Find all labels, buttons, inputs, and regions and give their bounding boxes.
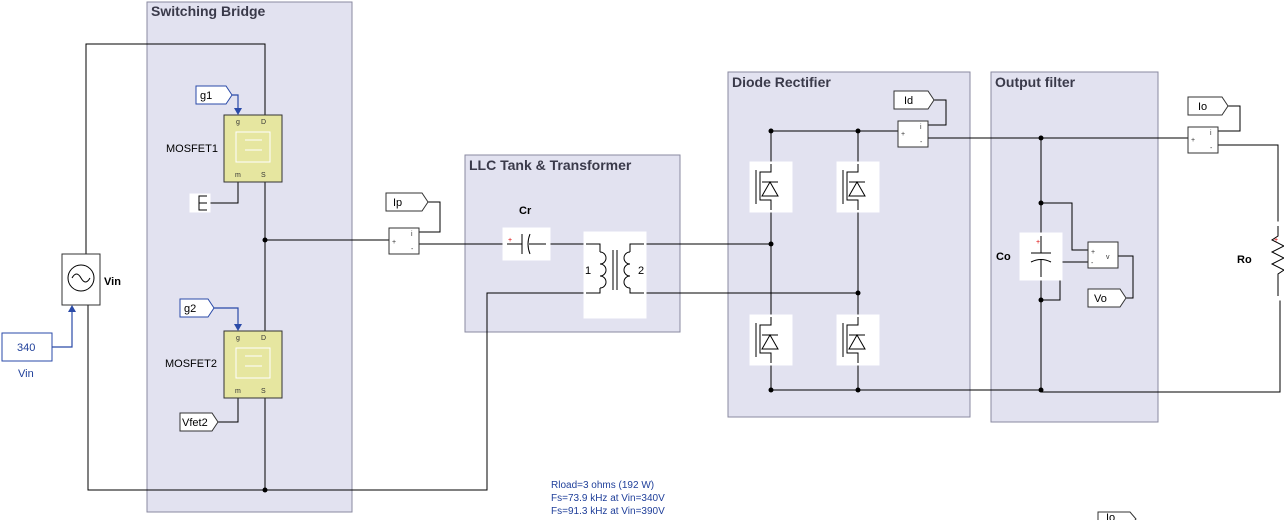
vin-source-block[interactable]: Vin [61, 253, 121, 306]
voltage-sensor-vo[interactable]: + - v [1087, 241, 1119, 269]
from-tag-g1[interactable]: g1 [195, 85, 242, 115]
goto-tag-vfet2[interactable]: Vfet2 [179, 412, 219, 432]
goto-tag-id-label: Id [904, 95, 913, 107]
current-sensor-id[interactable]: + i - [897, 120, 929, 148]
sensor-id-i: i [920, 124, 922, 131]
ro-plus: + [1274, 237, 1278, 244]
mosfet1-pin-g: g [236, 119, 240, 126]
sensor-vo-v: v [1106, 254, 1110, 261]
note-line-2: Fs=73.9 kHz at Vin=340V [551, 493, 665, 504]
from-tag-g2-label: g2 [184, 303, 196, 315]
sensor-vo-minus: - [1091, 260, 1094, 267]
from-tag-g2[interactable]: g2 [179, 298, 242, 331]
mosfet2-block[interactable]: g D m S MOSFET2 [165, 330, 283, 399]
mosfet1-label: MOSFET1 [166, 143, 218, 155]
co-plus: + [1036, 239, 1040, 246]
vin-source-label: Vin [104, 276, 121, 288]
xfmr-primary-label: 1 [585, 265, 591, 277]
goto-tag-io-label: Io [1198, 101, 1207, 113]
vin-constant-value: 340 [17, 342, 35, 354]
sensor-ip-minus: - [411, 246, 414, 253]
sensor-vo-plus: + [1091, 249, 1095, 256]
transformer[interactable]: 1 2 [583, 231, 647, 319]
diode-top-left[interactable] [749, 161, 793, 213]
output-filter-title: Output filter [995, 74, 1076, 90]
goto-tag-ip[interactable]: Ip [385, 192, 429, 212]
sensor-id-plus: + [901, 131, 905, 138]
diode-top-right[interactable] [836, 161, 880, 213]
mosfet1-block[interactable]: g D m S MOSFET1 [166, 114, 283, 183]
goto-tag-vo-label: Vo [1094, 293, 1107, 305]
subsystem-output-filter[interactable]: Output filter [990, 71, 1159, 423]
mosfet1-pin-m: m [235, 172, 241, 179]
switching-bridge-title: Switching Bridge [151, 3, 266, 19]
terminator-block[interactable] [189, 193, 211, 213]
mosfet2-pin-d: D [261, 335, 266, 342]
ro-resistor[interactable]: + Ro [1237, 221, 1284, 301]
mosfet1-pin-d: D [261, 119, 266, 126]
current-sensor-io[interactable]: + i - [1187, 126, 1219, 154]
sensor-io-plus: + [1191, 137, 1195, 144]
goto-tag-io[interactable]: Io [1187, 96, 1229, 116]
current-sensor-ip[interactable]: + i - [388, 227, 420, 255]
goto-tag-ip-label: Ip [393, 197, 402, 209]
cr-label: Cr [519, 205, 532, 217]
sensor-io-minus: - [1210, 145, 1213, 152]
annotation-notes: Rload=3 ohms (192 W) Fs=73.9 kHz at Vin=… [551, 480, 665, 517]
from-tag-g1-label: g1 [200, 90, 212, 102]
llc-tank-title: LLC Tank & Transformer [469, 157, 632, 173]
goto-tag-io-bottom-label: Io [1106, 512, 1115, 520]
goto-tag-vfet2-label: Vfet2 [182, 417, 208, 429]
mosfet2-pin-g: g [236, 335, 240, 342]
diode-bottom-left[interactable] [749, 314, 793, 366]
note-line-3: Fs=91.3 kHz at Vin=390V [551, 506, 665, 517]
mosfet1-pin-s: S [261, 172, 266, 179]
sensor-ip-plus: + [392, 239, 396, 246]
vin-constant-label: Vin [18, 368, 34, 380]
subsystem-switching-bridge[interactable]: Switching Bridge [146, 1, 353, 513]
sensor-io-i: i [1210, 130, 1212, 137]
goto-tag-id[interactable]: Id [893, 90, 935, 110]
diode-bottom-right[interactable] [836, 314, 880, 366]
mosfet2-pin-s: S [261, 388, 266, 395]
ro-label: Ro [1237, 254, 1252, 266]
cr-plus: + [508, 237, 512, 244]
cr-capacitor[interactable]: + Cr [502, 205, 551, 261]
sensor-id-minus: - [920, 139, 923, 146]
goto-tag-io-bottom[interactable]: Io [1097, 511, 1137, 520]
co-label: Co [996, 251, 1011, 263]
note-line-1: Rload=3 ohms (192 W) [551, 480, 654, 491]
sensor-ip-i: i [411, 231, 413, 238]
mosfet2-label: MOSFET2 [165, 358, 217, 370]
xfmr-secondary-label: 2 [638, 265, 644, 277]
goto-tag-vo[interactable]: Vo [1087, 288, 1127, 308]
junction-dots [262, 128, 1044, 493]
diode-rectifier-title: Diode Rectifier [732, 74, 831, 90]
co-capacitor[interactable]: + Co [996, 232, 1063, 281]
vin-constant-block[interactable]: 340 Vin [1, 305, 76, 380]
mosfet2-pin-m: m [235, 388, 241, 395]
